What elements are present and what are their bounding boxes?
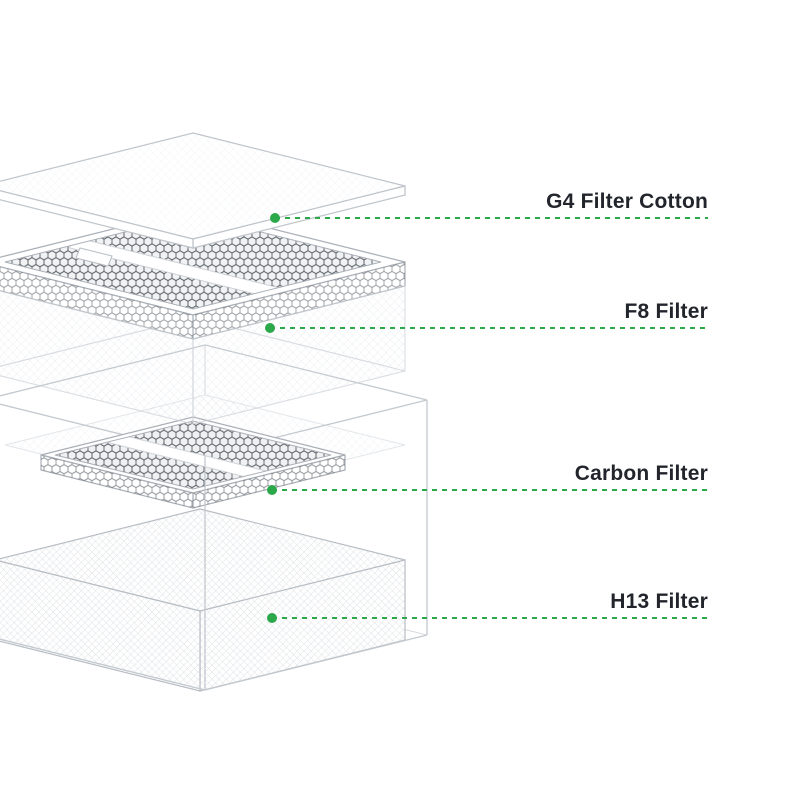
label-f8-filter: F8 Filter bbox=[624, 300, 708, 323]
h13-filter-illustration bbox=[0, 508, 406, 692]
frame-tab bbox=[75, 247, 113, 267]
marker-dot-h13 bbox=[267, 613, 277, 623]
g4-sheet-illustration bbox=[0, 132, 406, 249]
callout-leaders bbox=[270, 217, 708, 619]
marker-dot-f8 bbox=[265, 323, 275, 333]
lower-housing-front-edges bbox=[0, 455, 428, 691]
label-h13-filter: H13 Filter bbox=[610, 590, 708, 613]
marker-dot-carbon bbox=[267, 485, 277, 495]
f8-filter-illustration bbox=[0, 208, 406, 340]
label-carbon-filter: Carbon Filter bbox=[574, 462, 708, 485]
callout-dots bbox=[265, 213, 280, 623]
carbon-filter-illustration bbox=[40, 416, 346, 509]
upper-housing-front-faces bbox=[0, 285, 406, 425]
label-g4-filter-cotton: G4 Filter Cotton bbox=[546, 190, 708, 213]
marker-dot-g4 bbox=[270, 213, 280, 223]
